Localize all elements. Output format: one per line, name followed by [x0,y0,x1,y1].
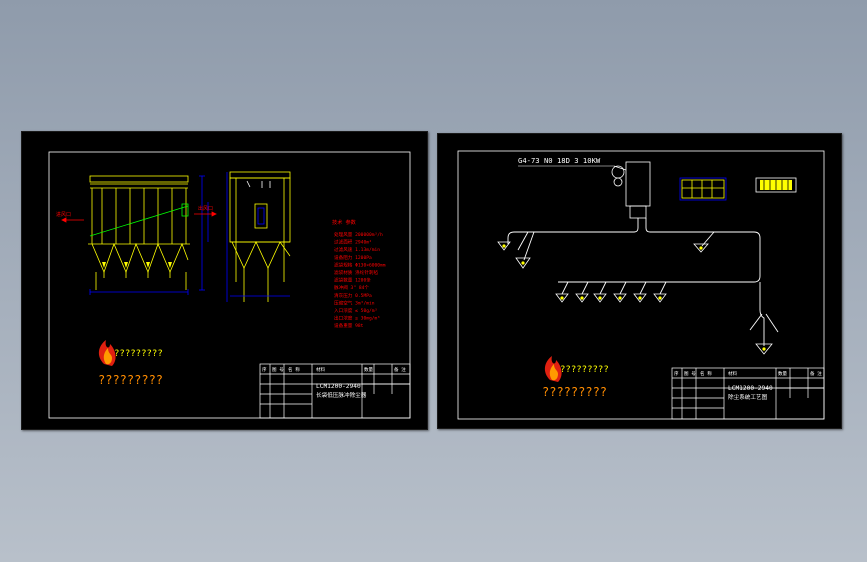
logo-name-text: ????????? [114,349,163,359]
tech-param-line: 滤袋规格 Φ130×6000mm [334,261,386,268]
title-block-header: 数量 [364,366,373,373]
tech-param-line: 过滤风速 1.13m/min [334,246,380,253]
tech-param-line: 脉冲阀 3" 84个 [334,284,369,291]
side-elevation-top [246,180,271,188]
side-elevation [229,171,291,302]
drawing-name: 除尘系统工艺图 [728,393,768,401]
tech-param-line: 过滤面积 2940m² [334,239,372,246]
title-block-header: 序 [674,370,679,377]
tech-params-title: 技术 参数 [332,218,357,226]
company-name-text: ????????? [542,385,607,399]
right-drawing-canvas: G4-73 N0 18D 3 10KW [457,150,825,420]
left-drawing-canvas: 进风口 出风口 技术 参数 处理风量 200000m³ [48,151,411,419]
title-block-header: 备 注 [810,370,822,377]
outlet-label: 出风口 [198,205,213,212]
tech-param-line: 滤袋材质 涤纶针刺毡 [334,269,379,276]
title-block-header: 图 号 [684,371,696,377]
company-name-text: ????????? [98,373,163,387]
tech-param-line: 清灰压力 0.5MPa [334,292,372,299]
side-dimensions [226,172,290,302]
title-block [259,363,411,419]
tech-param-line: 滤袋数量 1200条 [334,277,371,284]
title-block-header: 序 [262,366,267,373]
mini-collector-2 [755,177,797,193]
title-block-header: 数量 [778,370,787,377]
company-logo-flame [544,356,562,382]
hopper-fills [502,244,766,351]
tech-param-line: 设备阻力 1200Pa [334,254,372,261]
dust-hoppers-markers [102,262,172,268]
tech-param-line: 设备重量 98t [334,322,364,329]
title-block-headers: 序图 号名 称 材料 数量 备 注 [262,366,406,373]
drawing-frame [48,151,411,419]
logo-name-text: ????????? [560,365,609,375]
company-logo-flame [98,340,116,366]
drawing-frame [457,150,825,420]
title-block-header: 材料 [728,370,737,377]
duct-system [507,218,779,346]
tech-param-line: 处理风量 200000m³/h [334,231,383,238]
front-dimensions [89,175,209,295]
title-block-header: 备 注 [394,366,406,373]
front-elevation [88,175,190,290]
drawing-sheet-left[interactable]: 进风口 出风口 技术 参数 处理风量 200000m³ [21,131,428,430]
drawing-sheet-right[interactable]: G4-73 N0 18D 3 10KW [437,133,842,429]
title-block-headers: 序图 号名 称 材料 数量 备 注 [674,370,822,377]
drawing-name: 长袋低压脉冲除尘器 [316,391,367,399]
title-block [671,367,825,420]
title-block-header: 名 称 [700,370,712,377]
inlet-label: 进风口 [56,211,71,218]
fan-motor-unit [611,161,651,219]
mini-collector-1 [681,179,725,199]
title-block-header: 图 号 [272,367,284,373]
mini-collector-1-frame [679,177,727,201]
title-block-header: 名 称 [288,366,300,373]
drawing-model-number: LCM1200-2940 [728,385,773,392]
tech-param-line: 压缩空气 3m³/min [334,299,375,306]
fan-model-label: G4-73 N0 18D 3 10KW [518,156,601,165]
drawing-model-number: LCM1200-2940 [316,383,361,390]
tech-param-line: 出口浓度 ≤ 30mg/m³ [334,315,380,322]
title-block-header: 材料 [316,366,325,373]
front-elevation-details [89,203,189,237]
inlet-outlet-arrows [61,211,217,223]
hopper-symbols [497,241,773,355]
tech-param-line: 入口浓度 ≤ 50g/m³ [334,307,378,314]
